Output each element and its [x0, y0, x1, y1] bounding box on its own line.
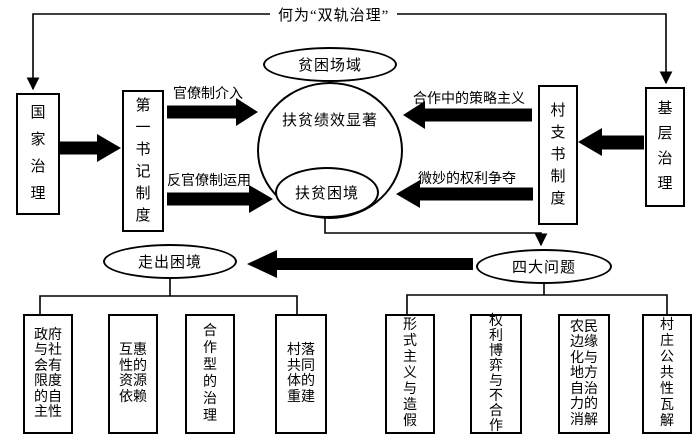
anti-bureaucracy-label: 反官僚制运用 [167, 174, 251, 189]
solution-box-reciprocal-resources: 互惠性的资源依赖 [108, 314, 158, 434]
node-grassroots-governance: 基层治理 [645, 87, 685, 207]
bureaucracy-intervention-arrow [167, 98, 258, 126]
problems-to-solution-arrow [247, 250, 473, 278]
poverty-field-label: 贫困场域 [297, 58, 362, 74]
problem-box-formalism: 形式主义与造假 [385, 314, 435, 434]
solution-box-reciprocal-resources-label: 互惠性的资源依赖 [119, 343, 147, 405]
poverty-performance-circle: 扶贫绩效显著 [257, 82, 403, 219]
solution-box-cooperative-governance: 合作型的治理 [185, 314, 235, 434]
solutions-tree-line [39, 279, 298, 314]
solution-box-limited-autonomy: 政府与社会有限度的自主性 [23, 314, 73, 434]
solution-box-limited-autonomy-label: 政府与社会有限度的自主性 [34, 327, 62, 421]
node-first-secretary-system: 第一书记制度 [122, 90, 164, 232]
anti-bureaucracy-arrow [167, 185, 273, 213]
poverty-performance-label: 扶贫绩效显著 [281, 113, 378, 129]
dilemma-to-problems-connector-line [324, 218, 548, 247]
bureaucracy-intervention-label: 官僚制介入 [173, 87, 243, 102]
solution-box-village-community-label: 村落共同体的重建 [287, 343, 315, 405]
subtle-rights-struggle-label: 微妙的权利争夺 [418, 172, 516, 187]
node-grassroots-governance-label: 基层治理 [657, 101, 673, 192]
problems-tree-line [406, 284, 668, 314]
subtle-rights-struggle-arrow [396, 180, 533, 208]
problem-box-marginalization: 农民边缘化与地方自治力的消解 [558, 314, 610, 434]
state-to-first-secretary-arrow [58, 134, 121, 162]
problem-box-rights-game-label: 权利博弈与不合作 [489, 314, 503, 434]
node-village-secretary-system-label: 村支书制度 [550, 103, 566, 207]
poverty-field-ellipse: 贫困场域 [263, 47, 397, 82]
problem-box-marginalization-label: 农民边缘化与地方自治力的消解 [570, 319, 598, 428]
node-first-secretary-system-label: 第一书记制度 [135, 98, 151, 224]
solution-ellipse: 走出困境 [103, 244, 237, 279]
poverty-dilemma-label: 扶贫困境 [294, 186, 359, 202]
four-problems-label: 四大问题 [511, 260, 576, 276]
node-village-secretary-system: 村支书制度 [538, 85, 578, 225]
solution-box-cooperative-governance-label: 合作型的治理 [203, 324, 217, 424]
diagram-title: 何为“双轨治理” [270, 4, 398, 25]
problem-box-public-dissolution-label: 村庄公共性瓦解 [660, 318, 674, 429]
problem-box-formalism-label: 形式主义与造假 [403, 318, 417, 429]
node-state-governance: 国家治理 [16, 93, 60, 215]
grassroots-to-village-secretary-arrow [578, 128, 644, 156]
strategism-label: 合作中的策略主义 [413, 92, 525, 107]
solution-label: 走出困境 [137, 255, 202, 271]
solution-box-village-community: 村落共同体的重建 [275, 314, 327, 434]
problem-box-rights-game: 权利博弈与不合作 [470, 314, 522, 434]
strategism-arrow [403, 101, 532, 129]
node-state-governance-label: 国家治理 [30, 105, 46, 202]
four-problems-ellipse: 四大问题 [476, 249, 612, 284]
poverty-dilemma-ellipse: 扶贫困境 [275, 167, 379, 218]
problem-box-public-dissolution: 村庄公共性瓦解 [642, 314, 692, 434]
